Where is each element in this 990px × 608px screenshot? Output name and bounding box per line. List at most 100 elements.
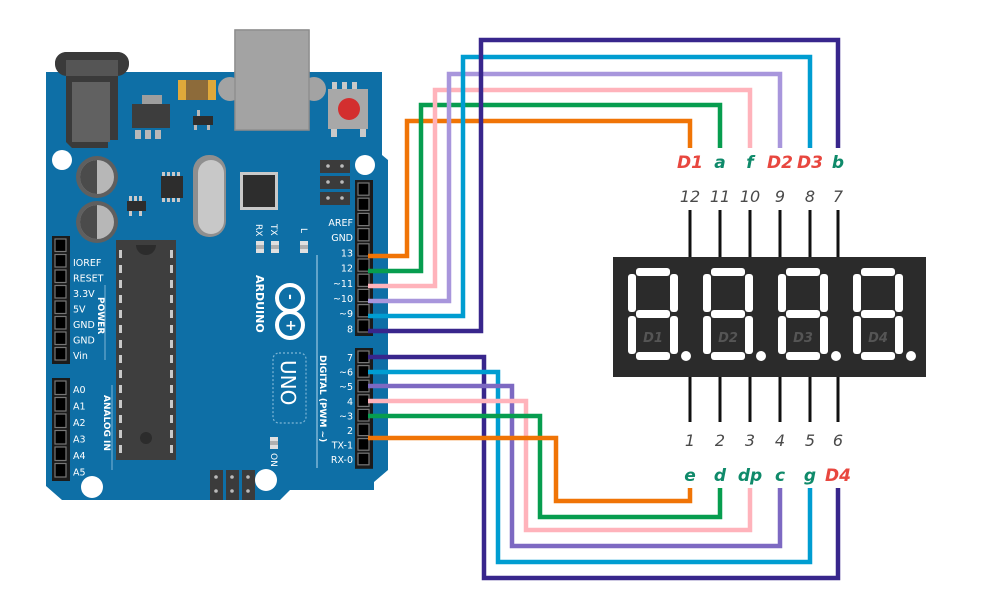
segment-b xyxy=(820,274,828,312)
wire-pwm10-to-D2 xyxy=(368,71,783,304)
header-socket[interactable] xyxy=(54,284,67,299)
header-socket[interactable] xyxy=(357,273,370,288)
header-socket[interactable] xyxy=(54,429,67,445)
header-socket[interactable] xyxy=(357,365,370,378)
pin-function-d: d xyxy=(714,466,727,486)
pin-label-gnd: GND xyxy=(331,233,353,244)
segment-e xyxy=(628,316,636,354)
digit-d3: D3 xyxy=(778,268,841,361)
pin-label-5: ~5 xyxy=(339,382,353,393)
header-socket[interactable] xyxy=(357,304,370,318)
segment-e xyxy=(703,316,711,354)
segment-b xyxy=(745,274,753,312)
header-socket[interactable] xyxy=(357,212,370,227)
icsp-header-bottom xyxy=(210,470,255,500)
analog-section-label: ANALOG IN xyxy=(101,395,111,451)
pin-number-4: 4 xyxy=(775,431,785,450)
header-socket[interactable] xyxy=(54,269,67,284)
rx-label: RX xyxy=(253,224,263,236)
digit-d2: D2 xyxy=(703,268,766,361)
segment-g xyxy=(861,310,895,318)
segment-c xyxy=(670,316,678,354)
pin-number-1: 1 xyxy=(685,431,695,450)
pin-function-g: g xyxy=(804,466,816,486)
segment-f xyxy=(628,274,636,312)
header-socket[interactable] xyxy=(357,408,370,422)
header-socket[interactable] xyxy=(357,228,370,242)
header-socket[interactable] xyxy=(357,394,370,407)
power-jack xyxy=(55,52,129,148)
segment-f xyxy=(778,274,786,312)
pin-number-10: 10 xyxy=(740,187,760,206)
l-label: L xyxy=(298,228,308,233)
mounting-hole xyxy=(255,469,277,491)
tx-led xyxy=(271,241,279,253)
header-socket[interactable] xyxy=(54,346,67,361)
svg-text:-: - xyxy=(282,294,298,300)
segment-b xyxy=(670,274,678,312)
header-socket[interactable] xyxy=(54,315,67,330)
header-socket[interactable] xyxy=(357,288,370,303)
digit-d4: D4 xyxy=(853,268,916,361)
pin-label-tx1: TX-1 xyxy=(331,441,353,452)
wire-pwm11-to-f xyxy=(368,87,753,289)
tx-label: TX xyxy=(268,223,278,236)
header-socket[interactable] xyxy=(357,379,370,393)
segment-a xyxy=(711,268,745,276)
header-socket[interactable] xyxy=(357,182,370,196)
voltage-regulator xyxy=(132,95,170,139)
header-socket[interactable] xyxy=(357,350,370,364)
segment-c xyxy=(820,316,828,354)
mounting-hole xyxy=(81,476,103,498)
segment-b xyxy=(895,274,903,312)
wire-pwm3-to-d xyxy=(368,413,723,520)
header-socket[interactable] xyxy=(54,300,67,315)
header-socket[interactable] xyxy=(54,413,67,429)
crystal-oscillator xyxy=(193,155,226,237)
header-socket[interactable] xyxy=(54,253,67,268)
header-socket[interactable] xyxy=(54,238,67,253)
digit-d1: D1 xyxy=(628,268,691,361)
usb-interface-chip xyxy=(240,172,278,210)
header-socket[interactable] xyxy=(54,331,67,346)
header-socket[interactable] xyxy=(54,462,67,478)
pin-function-d4: D4 xyxy=(825,466,851,486)
digital-header-top xyxy=(355,180,373,336)
reset-button[interactable] xyxy=(328,82,368,137)
on-led xyxy=(270,437,278,449)
header-socket[interactable] xyxy=(357,243,370,257)
header-socket[interactable] xyxy=(357,258,370,272)
pin-label-gnd: GND xyxy=(73,336,95,347)
segment-dp xyxy=(681,351,691,361)
pin-label-9: ~9 xyxy=(339,309,353,320)
small-ic xyxy=(161,172,183,202)
segment-f xyxy=(703,274,711,312)
header-socket[interactable] xyxy=(54,446,67,462)
segment-a xyxy=(786,268,820,276)
header-socket[interactable] xyxy=(357,452,370,466)
mounting-hole xyxy=(355,155,375,175)
header-socket[interactable] xyxy=(357,197,370,211)
header-socket[interactable] xyxy=(357,319,370,333)
header-socket[interactable] xyxy=(357,423,370,437)
segment-g xyxy=(711,310,745,318)
segment-c xyxy=(895,316,903,354)
pin-function-d2: D2 xyxy=(767,153,793,173)
pin-number-5: 5 xyxy=(805,431,815,450)
header-socket[interactable] xyxy=(54,396,67,412)
digital-header-bottom xyxy=(355,348,373,469)
pin-function-f: f xyxy=(746,153,756,173)
pin-label-a1: A1 xyxy=(73,402,86,413)
header-socket[interactable] xyxy=(357,438,370,451)
pin-label-a3: A3 xyxy=(73,435,86,446)
pin-label-10: ~10 xyxy=(333,294,353,305)
header-socket[interactable] xyxy=(54,380,67,396)
segment-d xyxy=(861,352,895,360)
segment-f xyxy=(853,274,861,312)
on-label: ON xyxy=(268,453,278,467)
pin-number-6: 6 xyxy=(833,431,843,450)
wire-pwm5-to-c xyxy=(368,383,783,549)
transistor xyxy=(193,110,213,130)
atmega-microcontroller xyxy=(116,240,176,460)
pin-label-6: ~6 xyxy=(339,368,353,379)
